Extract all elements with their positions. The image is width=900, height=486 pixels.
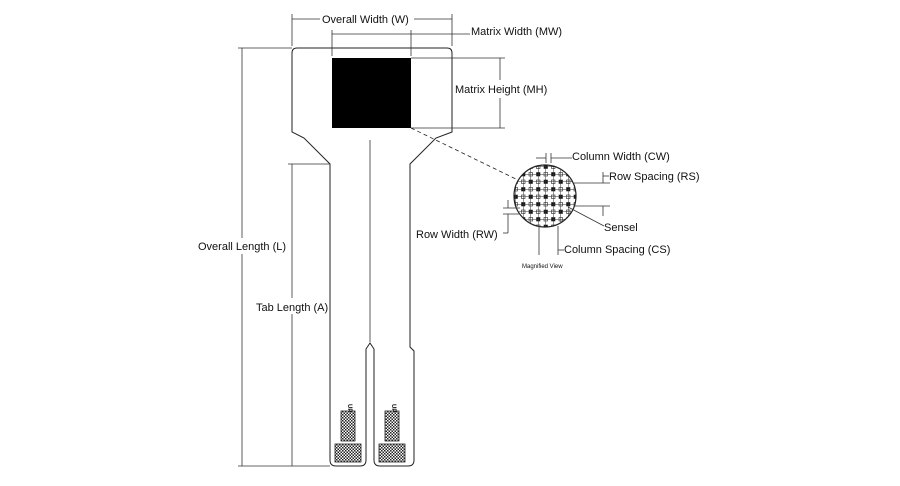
tab-length-label: Tab Length (A) — [256, 302, 328, 314]
magnified-view-circle — [513, 164, 577, 228]
sensel-cell — [558, 224, 563, 227]
sensel-cell — [566, 224, 571, 227]
sensel-cell — [573, 217, 576, 222]
tab-marker-left: UP — [346, 404, 352, 412]
sensel-label: Sensel — [604, 222, 638, 234]
sensel-cell — [514, 217, 518, 222]
overall-width-label: Overall Width (W) — [322, 14, 409, 26]
sensel-cell — [573, 165, 576, 169]
tab-pad-upper-right — [384, 410, 400, 442]
column-width-label: Column Width (CW) — [572, 151, 670, 163]
sensel-cell — [566, 165, 571, 169]
sensel-cell — [514, 165, 518, 169]
magnified-grid — [514, 165, 576, 227]
sensing-matrix — [332, 58, 411, 128]
sensel-cell — [514, 224, 518, 227]
sensel-cell — [521, 165, 526, 169]
sensel-cell — [521, 224, 526, 227]
magnify-leader — [410, 127, 519, 181]
tab-pad-lower-right — [378, 443, 406, 463]
magnified-view-label: Magnified View — [522, 264, 563, 270]
sensel-cell — [573, 172, 576, 177]
column-spacing-label: Column Spacing (CS) — [564, 244, 670, 256]
row-width-label: Row Width (RW) — [416, 229, 498, 241]
overall-length-label: Overall Length (L) — [198, 241, 286, 253]
row-spacing-label: Row Spacing (RS) — [609, 171, 699, 183]
tab-marker-right: UP — [390, 404, 396, 412]
matrix-width-label: Matrix Width (MW) — [471, 26, 562, 38]
sensor-outline — [291, 47, 453, 467]
matrix-height-label: Matrix Height (MH) — [455, 84, 547, 96]
sensel-cell — [573, 224, 576, 227]
tab-pad-lower-left — [334, 443, 362, 463]
sensel-cell — [528, 224, 533, 227]
sensel-cell — [514, 172, 518, 177]
tab-pad-upper-left — [340, 410, 356, 442]
